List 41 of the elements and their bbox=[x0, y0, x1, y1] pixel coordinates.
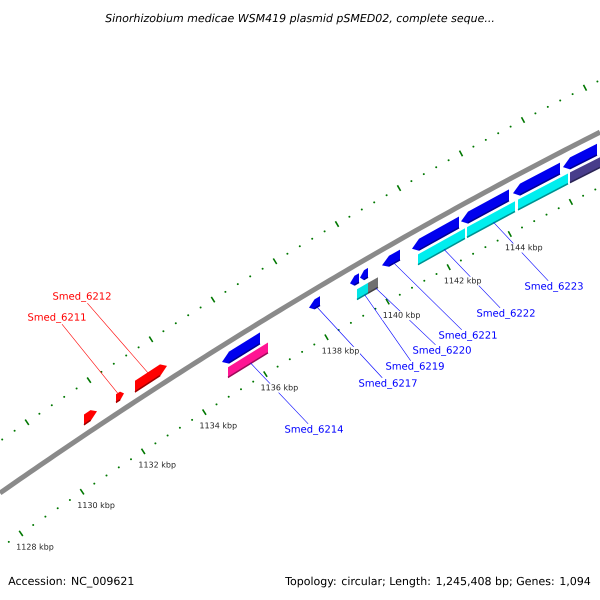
leader-line bbox=[393, 262, 462, 330]
gene-feature bbox=[418, 228, 466, 266]
gene-feature bbox=[360, 268, 368, 280]
gene-label: Smed_6222 bbox=[477, 309, 535, 319]
leader-line bbox=[87, 302, 149, 374]
tick-label: 1144 kbp bbox=[504, 244, 544, 252]
gene-feature bbox=[466, 201, 516, 238]
gene-label: Smed_6217 bbox=[359, 379, 417, 389]
gene-label: Smed_6212 bbox=[53, 292, 111, 302]
tick-label: 1128 kbp bbox=[16, 542, 54, 552]
gene-feature bbox=[570, 157, 600, 184]
gene-feature bbox=[563, 144, 598, 170]
tick-label: 1136 kbp bbox=[260, 384, 299, 393]
tick-label: 1134 kbp bbox=[198, 422, 238, 431]
gene-label: Smed_6214 bbox=[285, 425, 343, 435]
gene-label: Smed_6211 bbox=[28, 313, 86, 323]
gene-feature bbox=[518, 174, 568, 211]
accession-text: Accession: NC_009621 bbox=[8, 576, 134, 588]
gene-feature bbox=[350, 273, 360, 286]
leader-line bbox=[364, 294, 411, 362]
gene-feature bbox=[356, 282, 368, 300]
summary-text: Topology: circular; Length: 1,245,408 bp; Genes: 1,094 bbox=[285, 576, 590, 588]
gene-feature bbox=[368, 277, 378, 294]
tick-label: 1138 kbp bbox=[321, 346, 360, 356]
gene-label: Smed_6219 bbox=[386, 362, 444, 372]
tick-label: 1130 kbp bbox=[76, 501, 116, 510]
gene-feature bbox=[228, 342, 268, 378]
gene-feature bbox=[309, 296, 320, 310]
gene-label: Smed_6220 bbox=[413, 346, 471, 356]
leader-line bbox=[62, 324, 118, 394]
gene-feature bbox=[382, 250, 400, 267]
gene-feature bbox=[84, 410, 97, 426]
tick-label: 1142 kbp bbox=[443, 276, 482, 286]
gene-feature bbox=[116, 392, 124, 404]
tick-label: 1140 kbp bbox=[382, 311, 422, 320]
gene-label: Smed_6221 bbox=[439, 331, 497, 341]
gene-feature bbox=[134, 364, 167, 393]
gene-label: Smed_6223 bbox=[525, 282, 583, 292]
tick-label: 1132 kbp bbox=[138, 460, 177, 470]
leader-line bbox=[316, 306, 383, 378]
title: Sinorhizobium medicae WSM419 plasmid pSMED02, complete seque... bbox=[105, 14, 494, 24]
